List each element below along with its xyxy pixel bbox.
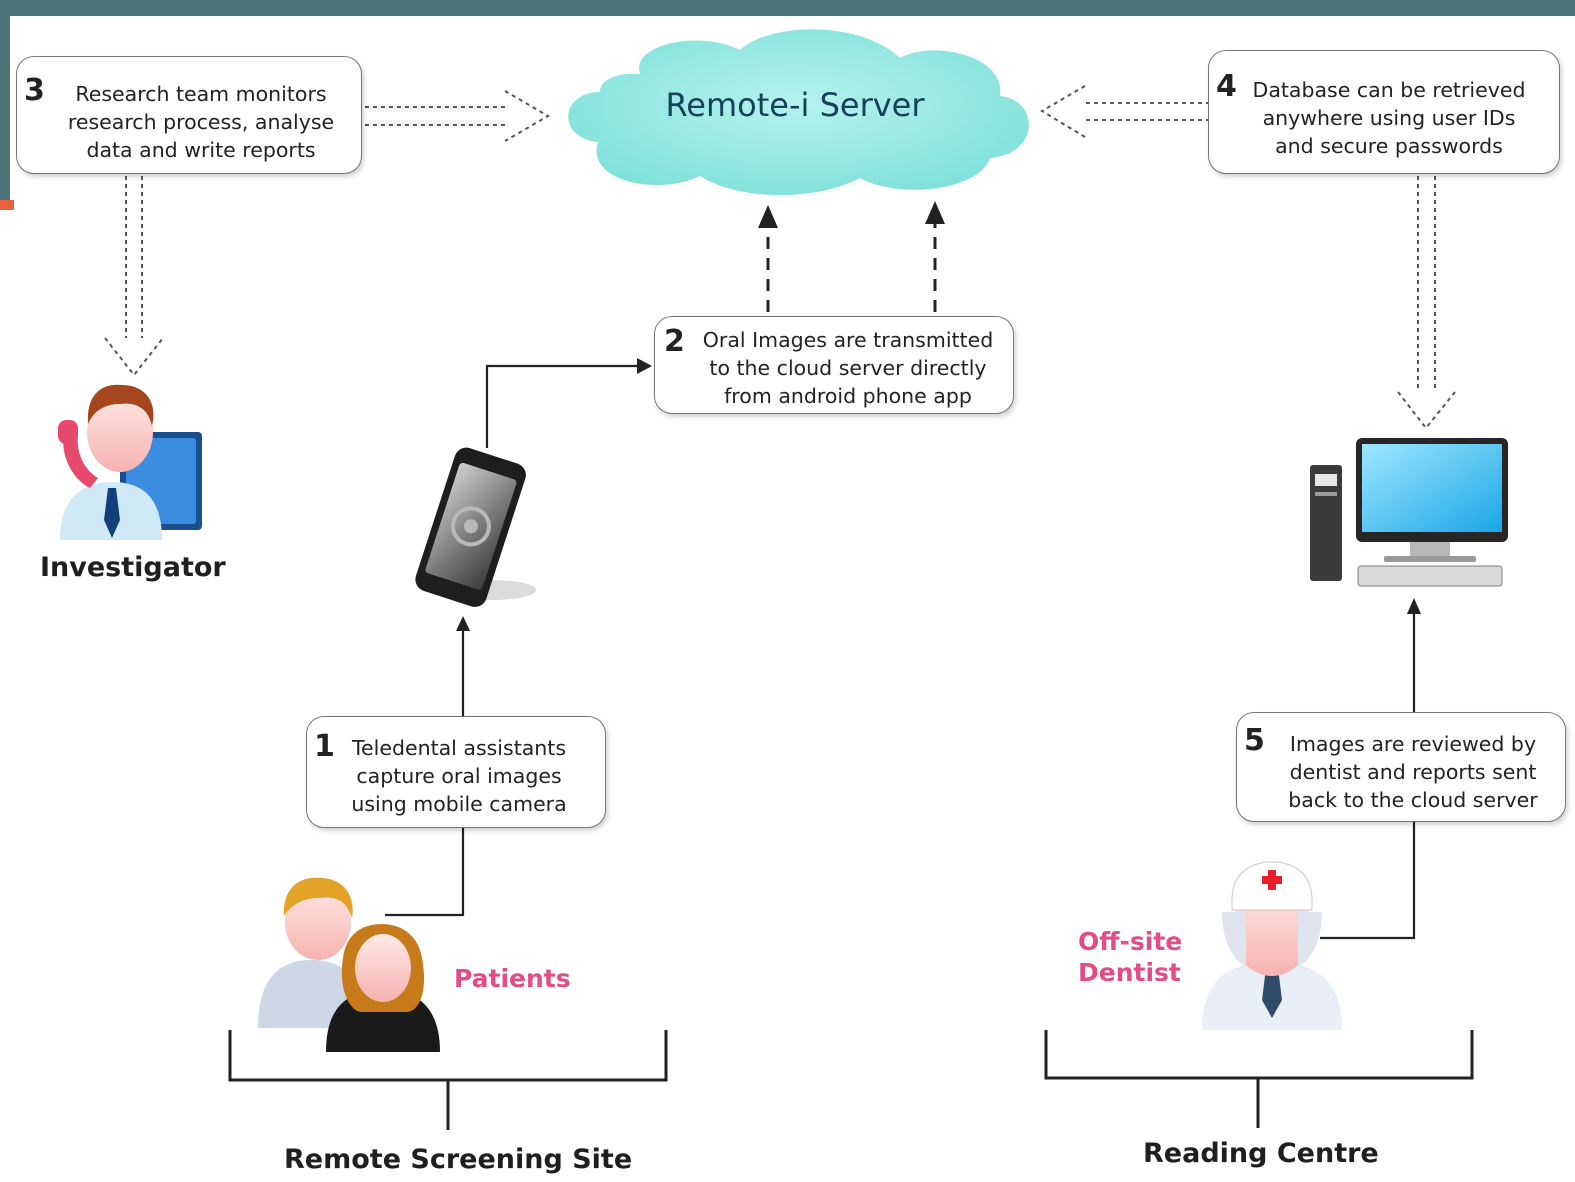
- step-2-number: 2: [664, 324, 685, 359]
- remote-screening-site-label: Remote Screening Site: [284, 1144, 633, 1175]
- reading-centre-label: Reading Centre: [1143, 1138, 1379, 1169]
- arrow-step4-to-server: [1040, 85, 1210, 138]
- step-5-text: Images are reviewed by dentist and repor…: [1288, 732, 1538, 812]
- connector-patients-to-step1: [385, 828, 465, 917]
- arrows-step2-to-server: [766, 220, 937, 312]
- step-4-number: 4: [1216, 69, 1237, 104]
- step-5-box: [1236, 712, 1566, 822]
- step-2-text: Oral Images are transmitted to the cloud…: [702, 328, 994, 408]
- step-3-box: [16, 56, 362, 174]
- step-5-number: 5: [1244, 723, 1265, 758]
- investigator-icon: [58, 384, 202, 540]
- server-title: Remote-i Server: [665, 86, 925, 124]
- patients-label: Patients: [454, 964, 571, 993]
- bracket-remote-screening-site: [228, 1030, 668, 1130]
- smartphone-icon: [415, 447, 536, 607]
- arrow-step3-to-investigator: [104, 176, 164, 377]
- arrowhead-up-2: [925, 201, 945, 224]
- slide-top-bar: [0, 0, 1575, 16]
- arrow-phone-to-step2: [485, 358, 652, 448]
- dentist-label: Off-site Dentist: [1078, 927, 1183, 987]
- patients-icon: [258, 877, 440, 1052]
- step-3-number: 3: [24, 73, 45, 108]
- step-3-text: Research team monitors research process,…: [67, 82, 335, 162]
- step-4-text: Database can be retrieved anywhere using…: [1252, 78, 1526, 158]
- step-4-box: [1208, 50, 1560, 174]
- arrow-step3-to-server: [365, 90, 550, 142]
- computer-icon: [1310, 438, 1508, 587]
- step-1-number: 1: [314, 729, 335, 764]
- slide-accent-mark: [0, 200, 14, 210]
- step-1-box: [306, 716, 606, 828]
- step-1-text: Teledental assistants capture oral image…: [351, 736, 567, 816]
- arrow-step5-to-computer: [1407, 598, 1421, 712]
- server-cloud: [568, 29, 1029, 195]
- dentist-icon: [1202, 861, 1342, 1030]
- slide-left-bar: [0, 0, 10, 205]
- arrowhead-up-1: [758, 205, 778, 228]
- connector-dentist-to-step5: [1320, 822, 1416, 940]
- investigator-label: Investigator: [40, 552, 226, 583]
- bracket-reading-centre: [1044, 1030, 1474, 1128]
- arrow-step1-to-phone: [456, 616, 470, 716]
- arrow-step4-to-computer: [1397, 176, 1456, 430]
- step-2-box: [654, 316, 1014, 414]
